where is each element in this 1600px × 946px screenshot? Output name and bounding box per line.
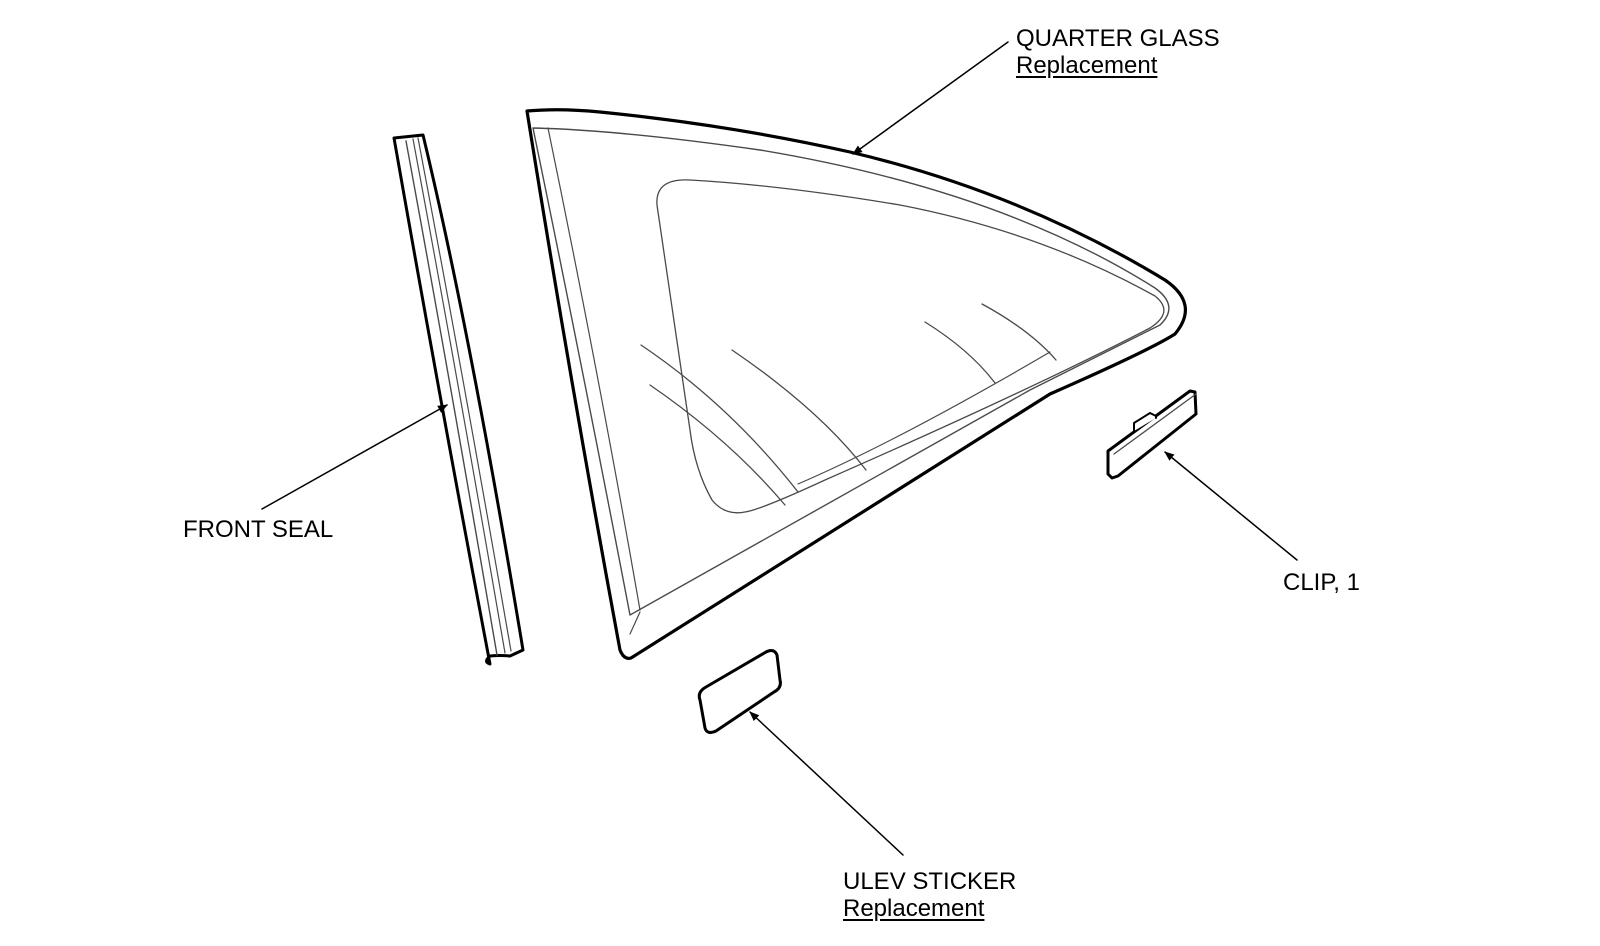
front-seal-name: FRONT SEAL <box>183 516 334 543</box>
quarter-glass-edge-band <box>532 127 1170 616</box>
quarter-glass-outline <box>525 108 1187 660</box>
quarter-glass-inner-edge <box>547 127 641 611</box>
quarter-glass-bottom-edge <box>629 611 641 635</box>
front-seal-inner-line-2 <box>412 138 506 654</box>
clip-face-line <box>1113 393 1197 455</box>
quarter-glass-part <box>525 108 1187 660</box>
quarter-glass-defrost-line-1 <box>640 344 799 493</box>
quarter-glass-leader <box>852 41 1009 155</box>
front-seal-label: FRONT SEAL <box>183 516 333 543</box>
quarter-glass-defrost-line-2 <box>649 384 786 506</box>
front-seal-leader <box>261 404 448 510</box>
clip-tab <box>1133 412 1157 432</box>
front-seal-part <box>392 133 525 666</box>
quarter-glass-defrost-line-4 <box>924 321 996 384</box>
front-seal-outline <box>392 133 525 666</box>
ulev-sticker-part <box>697 649 782 734</box>
clip-name: CLIP, 1 <box>1283 569 1360 596</box>
ulev-sticker-outline <box>697 649 782 734</box>
quarter-glass-note: Replacement <box>1016 52 1158 79</box>
clip-leader <box>1164 451 1298 561</box>
quarter-glass-label: QUARTER GLASS Replacement <box>1016 25 1220 79</box>
ulev-sticker-name: ULEV STICKER <box>843 868 1017 895</box>
quarter-glass-defrost-bus <box>797 351 1051 485</box>
clip-part <box>1106 389 1198 480</box>
quarter-glass-ceramic-border <box>656 179 1165 514</box>
ulev-sticker-label: ULEV STICKER Replacement <box>843 868 1016 922</box>
front-seal-inner-line-3 <box>417 137 512 652</box>
ulev-sticker-leader <box>749 711 904 856</box>
clip-outline <box>1106 389 1198 480</box>
ulev-sticker-note: Replacement <box>843 895 985 922</box>
quarter-glass-defrost-line-3 <box>731 349 867 471</box>
clip-label: CLIP, 1 <box>1283 569 1360 596</box>
quarter-glass-name: QUARTER GLASS <box>1016 25 1220 52</box>
front-seal-inner-line-1 <box>405 140 498 656</box>
quarter-glass-defrost-line-5 <box>981 303 1057 361</box>
